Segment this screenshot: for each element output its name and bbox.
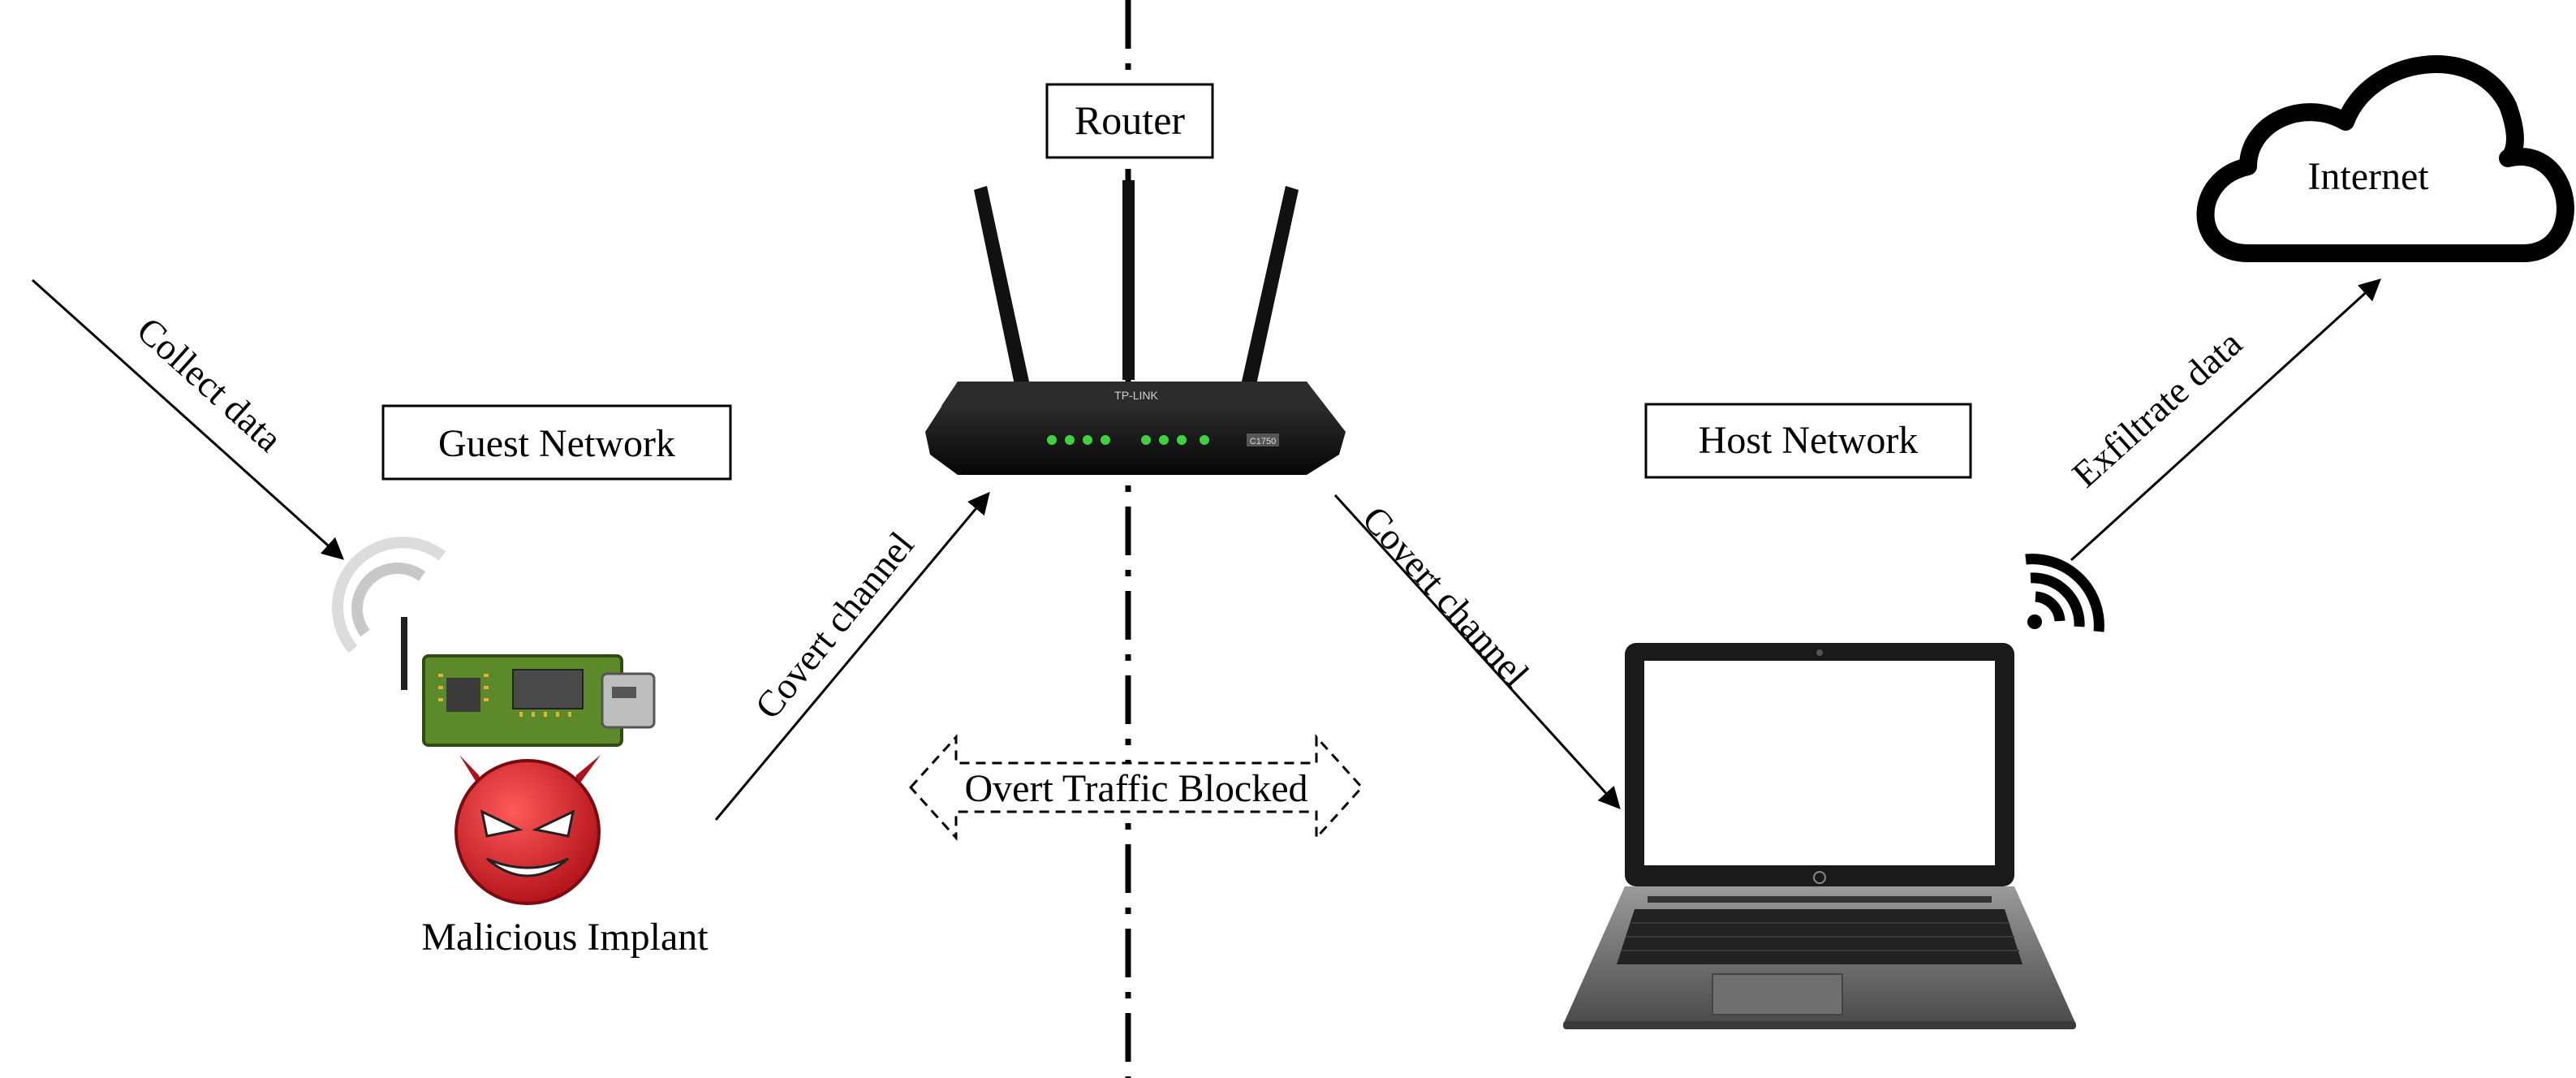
collect-data-arrow — [31, 278, 345, 560]
implant-signal-icon — [332, 537, 446, 653]
covert-channel-left-label: Covert channel — [747, 524, 922, 727]
host-network-box: Host Network — [1644, 403, 1972, 479]
host-network-label: Host Network — [1699, 419, 1919, 462]
devil-icon — [454, 755, 601, 905]
router-label: Router — [1075, 97, 1185, 143]
guest-network-label: Guest Network — [438, 422, 675, 465]
guest-network-box: Guest Network — [381, 404, 732, 481]
covert-channel-left-arrow — [714, 491, 990, 821]
router-label-box: Router — [1045, 83, 1214, 159]
exfiltrate-data-label: Exfiltrate data — [2064, 322, 2250, 495]
covert-channel-right-label: Covert channel — [1355, 498, 1537, 695]
laptop-icon — [1563, 643, 2076, 1029]
internet-label: Internet — [2307, 155, 2429, 198]
malicious-implant-label: Malicious Implant — [421, 916, 709, 959]
router-model: C1750 — [1250, 437, 1276, 446]
overt-traffic-blocked-arrow: Overt Traffic Blocked — [908, 734, 1364, 841]
covert-channel-right-arrow — [1333, 494, 1621, 809]
router-badge: TP-LINK — [1114, 389, 1158, 402]
collect-data-label: Collect data — [129, 309, 290, 460]
usb-implant-icon — [401, 617, 656, 747]
wifi-icon — [2025, 554, 2104, 632]
cloud-icon: Internet — [2196, 55, 2574, 262]
exfiltrate-data-arrow — [2070, 278, 2381, 562]
overt-traffic-blocked-label: Overt Traffic Blocked — [964, 767, 1307, 810]
router-icon: TP-LINK C1750 — [925, 180, 1346, 475]
router-status-leds — [1047, 435, 1209, 445]
